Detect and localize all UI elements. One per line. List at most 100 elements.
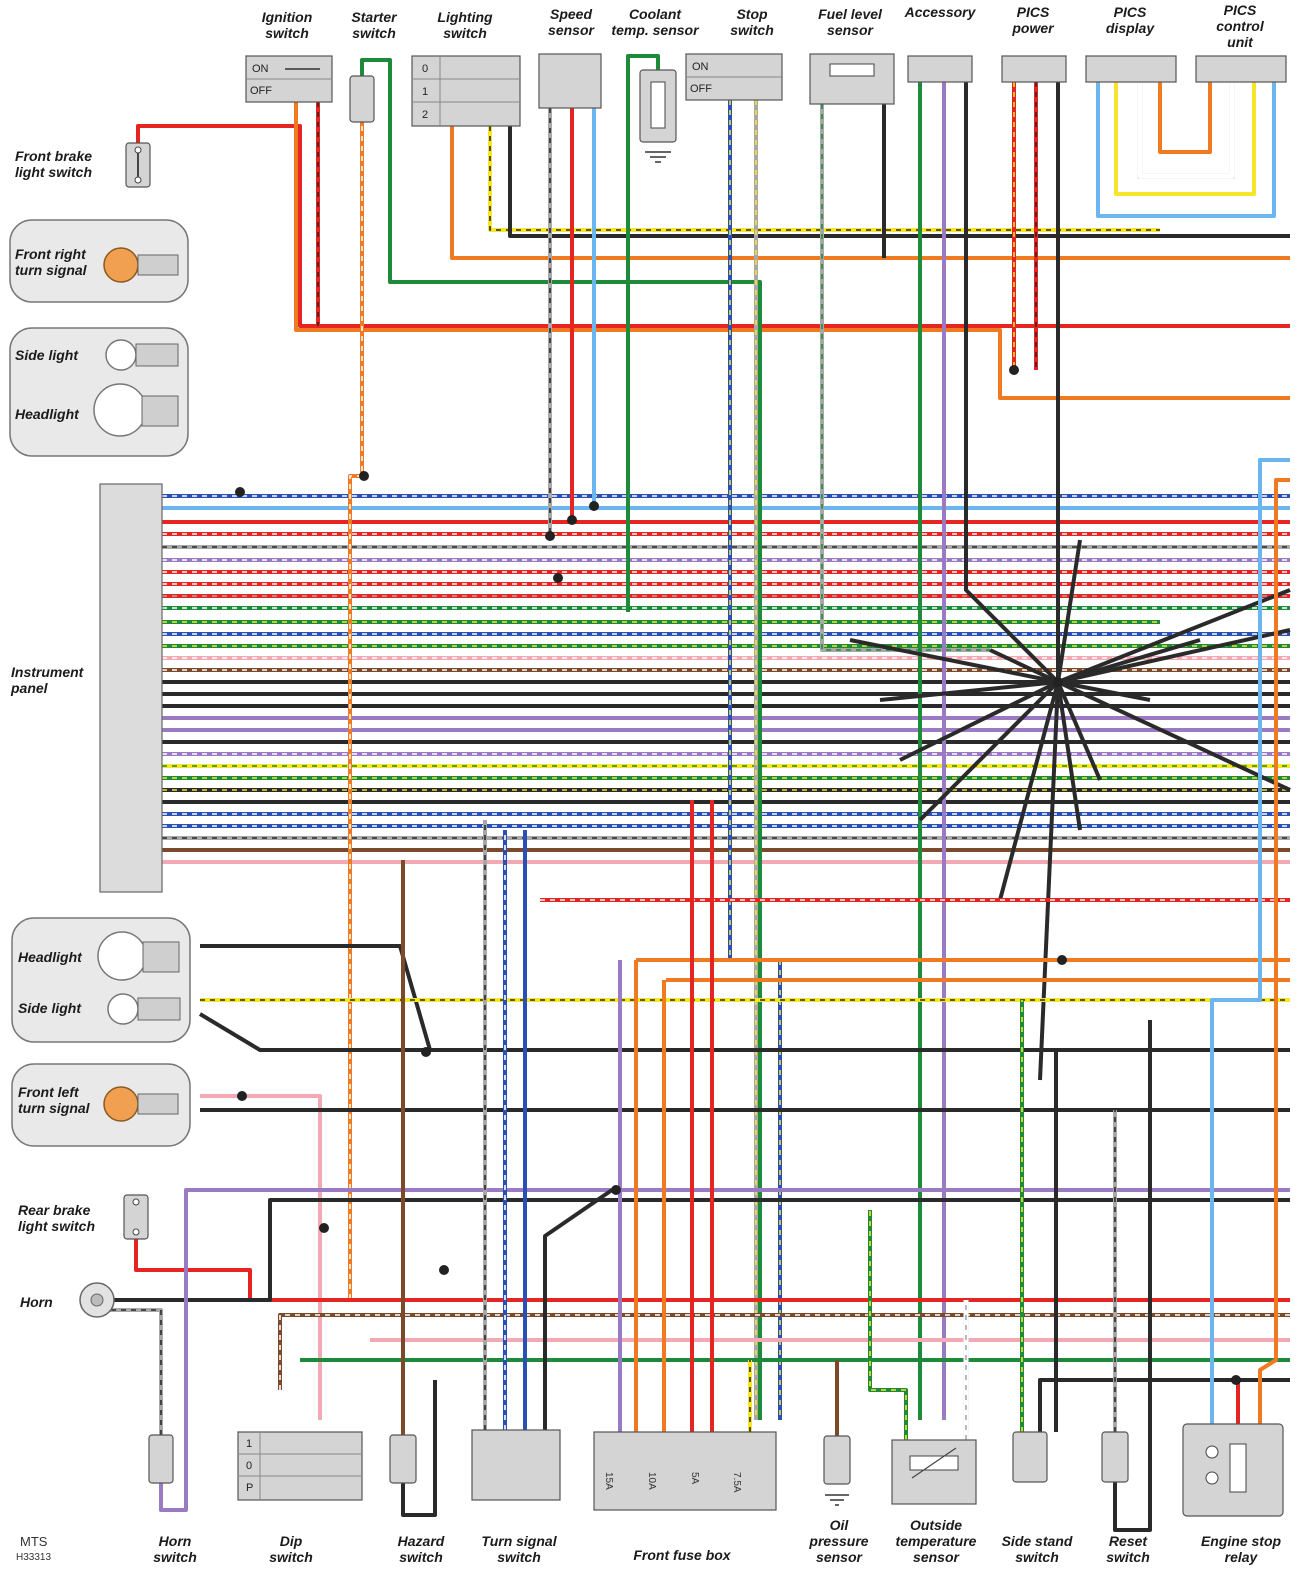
drop-relay-3 <box>1258 478 1290 1444</box>
feed-coolant <box>626 54 660 612</box>
bulb-icon <box>103 1086 139 1122</box>
fuse-7-5a: 7.5A <box>731 1472 742 1493</box>
hub-spoke-12 <box>1057 628 1291 684</box>
accessory-label: Accessory <box>904 4 977 20</box>
drop-horn-switch-2 <box>159 1188 260 1512</box>
headlight-bottom-label: Headlight <box>18 949 83 965</box>
hub-spoke-13 <box>1057 680 1291 792</box>
hazard-switch <box>389 1434 417 1484</box>
wires <box>100 54 1291 1532</box>
dip-pos-1: 1 <box>246 1438 252 1450</box>
junction-dot-6 <box>1009 365 1019 375</box>
junction-dot-5 <box>553 573 563 583</box>
junction-dot-7 <box>1053 677 1063 687</box>
hub-spoke-2 <box>899 680 1059 762</box>
junction-dot-9 <box>421 1047 431 1057</box>
fuse-10a: 10A <box>646 1472 657 1490</box>
starter-switch <box>349 75 375 123</box>
side-light-bottom-label: Side light <box>18 1000 82 1016</box>
hub-spoke-3 <box>918 680 1060 822</box>
headlight-top-label: Headlight <box>15 406 80 422</box>
junction-dot-13 <box>611 1185 621 1195</box>
feed-lighting-black <box>508 126 1290 238</box>
stop-on-label: ON <box>692 61 709 73</box>
feed-starter-orange <box>348 76 364 1300</box>
feed-pics-display-3 <box>1137 82 1235 179</box>
engine-stop-relay <box>1182 1423 1284 1517</box>
junction-dot-14 <box>1231 1375 1241 1385</box>
bulb-icon <box>93 383 147 437</box>
lower-red-horn <box>134 1239 1290 1302</box>
hub-spoke-0 <box>849 638 1059 684</box>
drop-horn-switch <box>100 1308 163 1435</box>
front-brake-light-switch <box>125 142 151 188</box>
ignition-switch: ON OFF <box>245 55 333 103</box>
bulb-icon <box>97 931 147 981</box>
drop-temp-1-tracer <box>869 1210 907 1440</box>
hub-spoke-8 <box>1056 681 1102 781</box>
bulb-icon <box>107 993 139 1025</box>
accessory-connector <box>907 55 973 83</box>
reset-switch <box>1101 1431 1129 1483</box>
hub-spoke-11 <box>1057 588 1291 684</box>
dip-pos-0: 0 <box>246 1460 252 1472</box>
rear-brake-light-switch <box>123 1194 149 1240</box>
bulb-icon <box>105 339 137 371</box>
ignition-on-label: ON <box>252 63 269 75</box>
side-light-top-label: Side light <box>15 347 79 363</box>
junction-dot-2 <box>545 531 555 541</box>
drop-hazard <box>401 1380 437 1517</box>
junction-dot-3 <box>567 515 577 525</box>
stop-switch: ON OFF <box>685 53 783 101</box>
hub-spoke-14 <box>1056 539 1082 683</box>
lower-pink <box>200 1094 322 1420</box>
side-light-headlight-group-top <box>9 327 189 457</box>
lower-brown-tracer <box>279 1314 1290 1390</box>
hub-spoke-5 <box>998 681 1060 901</box>
drop-horn-switch-tracer <box>100 1309 162 1435</box>
drop-relay-1 <box>1210 458 1290 1446</box>
lighting-switch: 0 1 2 <box>411 55 521 127</box>
hub-spoke-1 <box>879 680 1059 702</box>
footer: MTS H33313 <box>16 1534 51 1563</box>
hub-spoke-9 <box>1057 680 1151 702</box>
feed-accessory-3 <box>964 82 1060 684</box>
drop-reset-2 <box>1113 1020 1152 1532</box>
hub-spoke-7 <box>1056 681 1082 831</box>
coolant-temp-sensor <box>639 69 677 163</box>
headlight-side-light-group-bottom <box>11 917 191 1043</box>
drop-turn-4 <box>543 1188 614 1430</box>
fuse-15a: 15A <box>603 1472 614 1490</box>
lower-black-horn <box>114 1198 1290 1302</box>
stop-off-label: OFF <box>690 83 712 95</box>
dip-switch: 1 0 P <box>237 1431 363 1501</box>
pics-control-unit-connector <box>1195 55 1287 83</box>
lighting-pos-2: 2 <box>422 109 428 121</box>
feed-pics-display-2 <box>1114 82 1256 196</box>
hub-spoke-4 <box>989 648 1059 684</box>
dip-pos-p: P <box>246 1482 253 1494</box>
feed-starter-orange-tracer <box>349 76 363 1300</box>
junction-dot-0 <box>235 487 245 497</box>
junction-dot-12 <box>439 1265 449 1275</box>
